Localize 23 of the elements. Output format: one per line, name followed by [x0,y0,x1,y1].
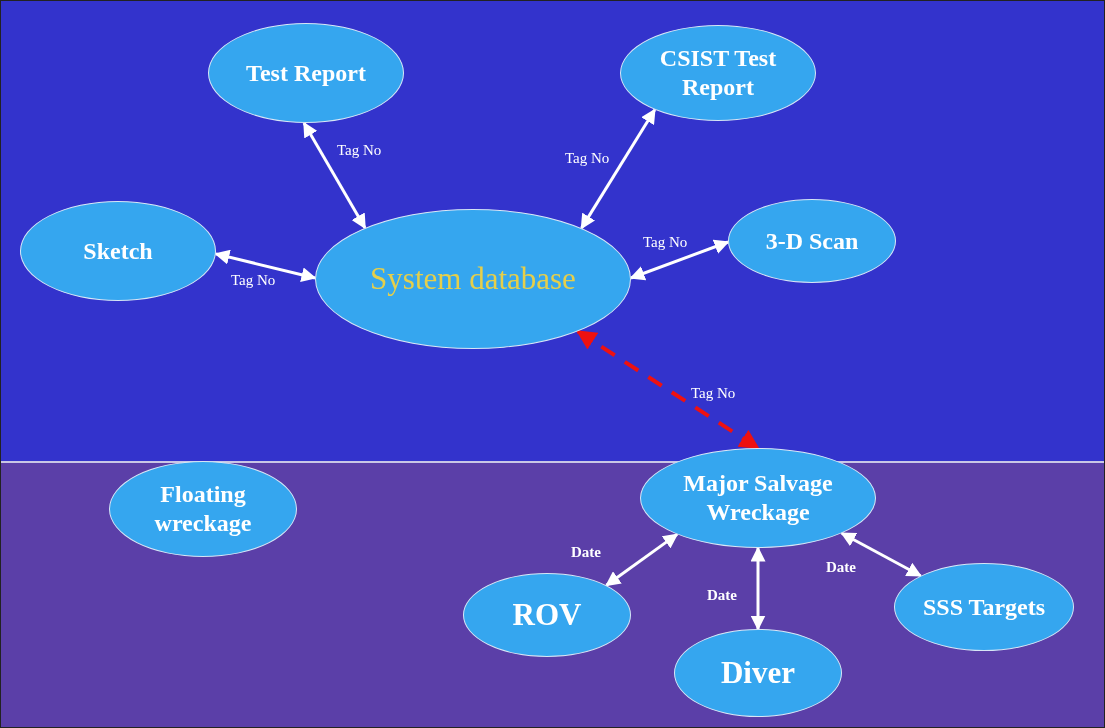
edge-label: Tag No [335,142,384,159]
node-label: CSIST Test Report [658,44,778,102]
arrow [214,249,317,283]
node-label: 3-D Scan [765,226,859,256]
arrow [605,533,679,587]
edge-label: Tag No [641,234,690,251]
node-label: Test Report [246,58,366,88]
node-label: Diver [721,654,795,692]
edge-label: Tag No [563,150,612,167]
arrow [580,108,657,230]
arrow [750,546,766,631]
node-label: ROV [512,596,582,634]
node-label: SSS Targets [922,592,1046,622]
node-label: Sketch [83,236,153,266]
arrow [302,121,367,230]
edge-label: Tag No [229,272,278,289]
arrow [576,329,760,450]
arrow [840,531,922,578]
node-label: Major Salvage Wreckage [682,469,834,527]
edge-label: Tag No [689,385,738,402]
arrow [629,239,730,281]
node-label: System database [370,260,576,298]
node-label: Floating wreckage [153,480,253,538]
